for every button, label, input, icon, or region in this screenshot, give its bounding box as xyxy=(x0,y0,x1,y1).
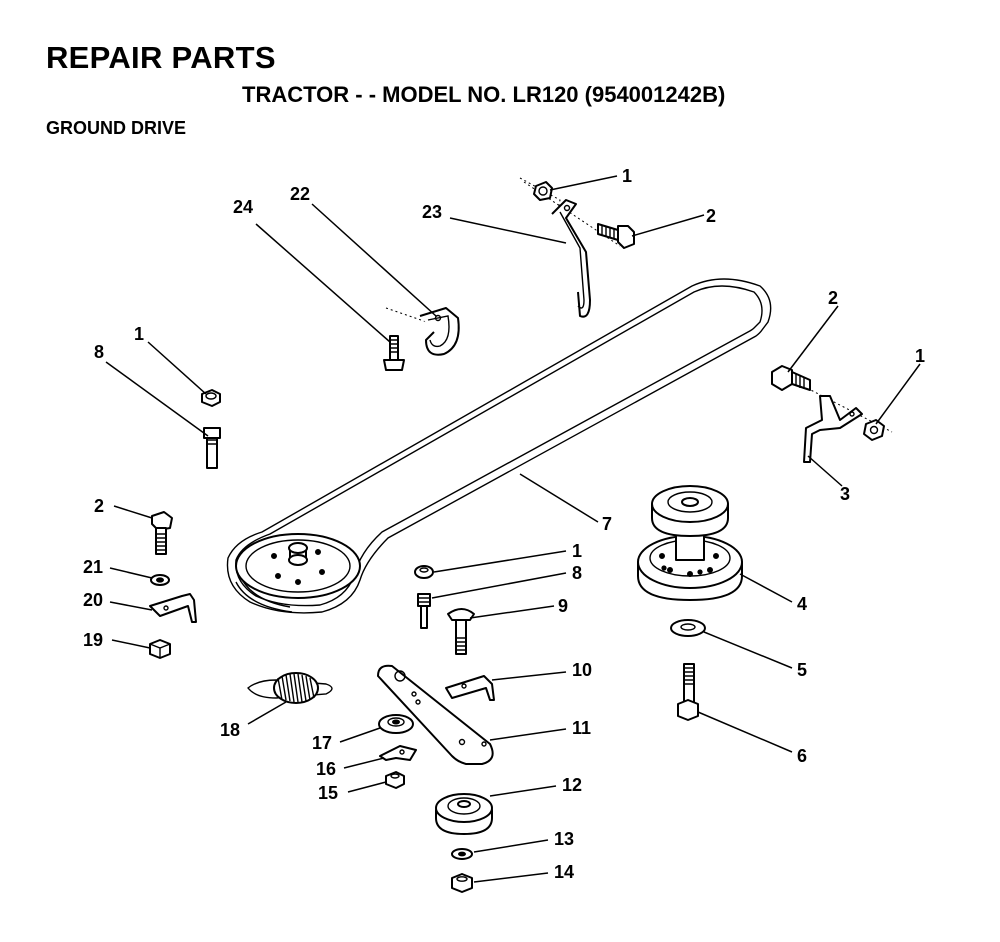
callout-22: 22 xyxy=(290,184,310,204)
section-title: GROUND DRIVE xyxy=(46,118,187,138)
callout-20: 20 xyxy=(83,590,103,610)
part-nut-right xyxy=(863,419,885,441)
callout-2-top: 2 xyxy=(706,206,716,226)
callout-16: 16 xyxy=(316,759,336,779)
callout-11: 11 xyxy=(572,718,591,738)
leader-lines xyxy=(105,175,921,883)
part-bracket-10 xyxy=(445,675,495,701)
callout-1-top: 1 xyxy=(622,166,632,186)
part-washer-17 xyxy=(378,714,414,734)
callout-14: 14 xyxy=(554,862,574,882)
callout-19: 19 xyxy=(83,630,103,650)
callout-8-left: 8 xyxy=(94,342,104,362)
part-idler-pulley-12 xyxy=(435,793,493,835)
callout-15: 15 xyxy=(318,783,338,803)
callout-13: 13 xyxy=(554,829,574,849)
part-bracket-22 xyxy=(419,307,460,356)
callout-8-center: 8 xyxy=(572,563,582,583)
part-double-pulley-4 xyxy=(637,485,743,601)
part-bracket-16 xyxy=(379,745,417,761)
part-nut-19 xyxy=(149,639,171,659)
callout-10: 10 xyxy=(572,660,592,680)
callout-9: 9 xyxy=(558,596,568,616)
part-nut-left xyxy=(201,389,221,407)
part-nut-top xyxy=(533,181,553,201)
callout-1-center: 1 xyxy=(572,541,582,561)
callout-1-left: 1 xyxy=(134,324,144,344)
callout-7: 7 xyxy=(602,514,612,534)
callout-21: 21 xyxy=(83,557,103,577)
model-subtitle: TRACTOR - - MODEL NO. LR120 (954001242B) xyxy=(242,82,726,107)
part-bracket-23 xyxy=(551,199,591,318)
part-nut-center xyxy=(414,565,434,579)
callout-2-right: 2 xyxy=(828,288,838,308)
part-nut-14 xyxy=(451,873,473,893)
page-title: REPAIR PARTS xyxy=(46,40,276,75)
callout-6: 6 xyxy=(797,746,807,766)
callout-24: 24 xyxy=(233,197,253,217)
part-bracket-3 xyxy=(803,395,863,463)
part-bolt-24 xyxy=(383,335,405,371)
part-washer-21 xyxy=(150,574,170,586)
part-washer-5 xyxy=(670,619,706,637)
part-spring-18 xyxy=(247,672,333,704)
callout-18: 18 xyxy=(220,720,240,740)
callout-1-right: 1 xyxy=(915,346,925,366)
part-bracket-20 xyxy=(149,593,197,623)
callout-12: 12 xyxy=(562,775,582,795)
callout-labels: 1 2 23 22 24 1 8 2 1 3 7 2 21 20 19 1 8 … xyxy=(83,166,925,882)
callout-5: 5 xyxy=(797,660,807,680)
part-bolt-right xyxy=(771,365,811,391)
part-nut-15 xyxy=(385,771,405,789)
part-washer-13 xyxy=(451,848,473,860)
callout-2-left: 2 xyxy=(94,496,104,516)
part-belt-pulley xyxy=(235,533,361,599)
part-carriage-bolt-9 xyxy=(447,608,475,655)
callout-23: 23 xyxy=(422,202,442,222)
callout-17: 17 xyxy=(312,733,332,753)
part-bolt-left xyxy=(151,511,173,555)
part-stud-8-center xyxy=(417,593,431,629)
callout-3: 3 xyxy=(840,484,850,504)
callout-4: 4 xyxy=(797,594,807,614)
part-bolt-6 xyxy=(677,663,699,721)
part-bolt-top xyxy=(597,223,635,249)
part-idler-arm-11 xyxy=(377,664,494,765)
